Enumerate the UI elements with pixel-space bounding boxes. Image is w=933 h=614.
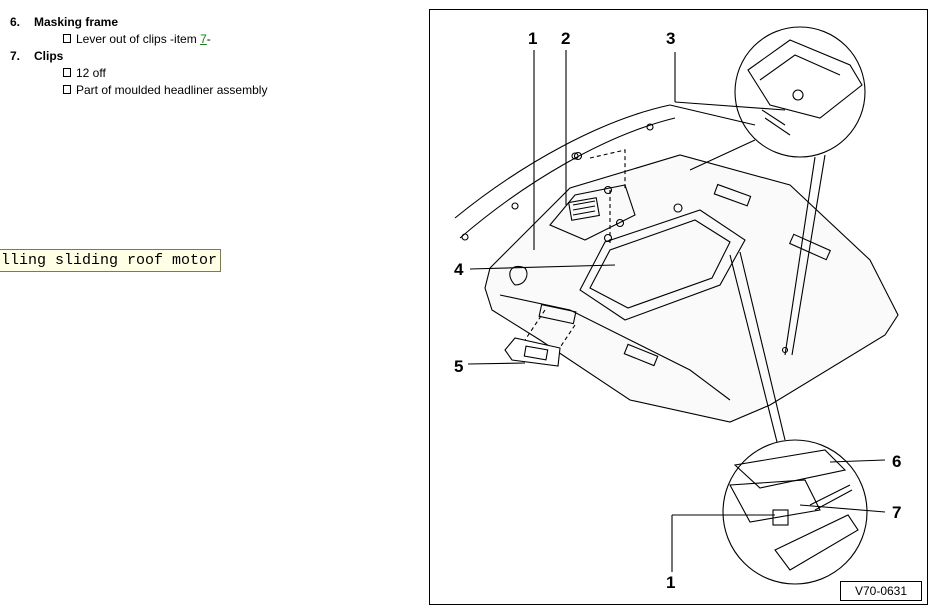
item-7-link[interactable]: 7: [200, 32, 207, 46]
list-item-6: 6. Masking frame: [10, 14, 410, 31]
square-bullet-icon: [63, 68, 71, 77]
callout-1-top: 1: [528, 29, 537, 48]
square-bullet-icon: [63, 85, 71, 94]
subitem-text: 12 off: [76, 66, 106, 80]
callout-3: 3: [666, 29, 675, 48]
item-title: Clips: [34, 49, 64, 63]
list-item-7: 7. Clips: [10, 48, 410, 65]
exploded-view-figure: 1 2 3 4 5 6 7 1 V70-0631: [429, 9, 928, 605]
callout-1-bottom: 1: [666, 573, 675, 592]
callout-4: 4: [454, 260, 464, 279]
callout-7: 7: [892, 503, 901, 522]
tooltip: lling sliding roof motor: [0, 249, 222, 272]
callout-5: 5: [454, 357, 463, 376]
item-number: 7.: [10, 49, 21, 63]
subitem: Part of moulded headliner assembly: [10, 82, 410, 99]
figure-code: V70-0631: [840, 581, 922, 601]
parts-list: 6. Masking frame Lever out of clips -ite…: [10, 14, 410, 99]
headliner-drawing: 1 2 3 4 5 6 7 1: [454, 26, 901, 592]
item-title: Masking frame: [34, 15, 119, 29]
subitem-text: Part of moulded headliner assembly: [76, 83, 268, 97]
subitem-suffix: -: [206, 32, 211, 46]
subitem-text: Lever out of clips -item: [76, 32, 201, 46]
subitem: 12 off: [10, 65, 410, 82]
subitem: Lever out of clips -item 7-: [10, 31, 410, 48]
square-bullet-icon: [63, 34, 71, 43]
callout-6: 6: [892, 452, 901, 471]
item-number: 6.: [10, 15, 21, 29]
callout-2: 2: [561, 29, 570, 48]
